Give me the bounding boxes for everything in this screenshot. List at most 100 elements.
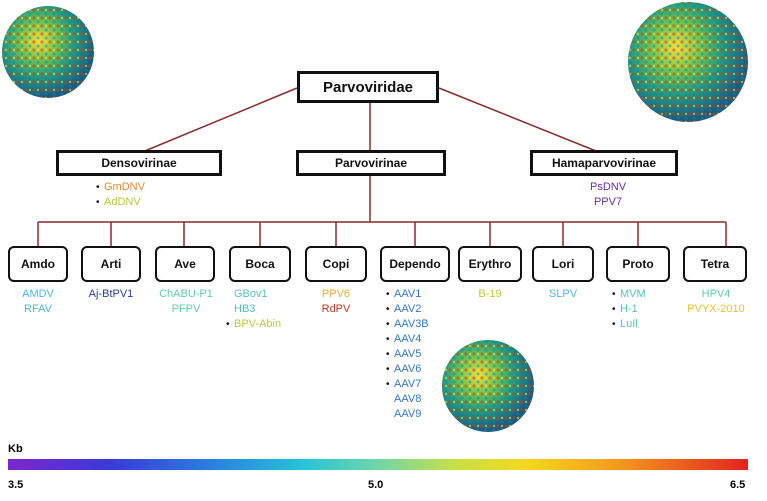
virus-entry: • MVM bbox=[612, 287, 646, 302]
virus-name: PFPV bbox=[171, 303, 201, 315]
virus-entry: •AAV2 bbox=[386, 302, 429, 317]
virus-name: AdDNV bbox=[104, 196, 141, 208]
marker-dot: • bbox=[386, 289, 390, 300]
virus-entry: • AAV6 bbox=[386, 362, 429, 377]
virus-name: MVM bbox=[620, 288, 646, 300]
virus-name: AAV3B bbox=[394, 318, 429, 330]
arti-members: Aj-BtPV1 bbox=[72, 287, 150, 302]
erythro-members: B-19 bbox=[458, 287, 522, 302]
virus-name: PVYX-2010 bbox=[687, 303, 745, 315]
proto-members: • MVM • H-1 • LuIl bbox=[612, 287, 646, 332]
virus-entry: PPV6 bbox=[305, 287, 367, 302]
virus-entry: ChABU-P1 bbox=[150, 287, 222, 302]
genome-size-color-scale bbox=[8, 459, 748, 470]
virus-entry: • H-1 bbox=[612, 302, 646, 317]
marker-dot: • bbox=[386, 319, 390, 330]
densovirinae-members: • GmDNV • AdDNV bbox=[96, 180, 145, 210]
scale-min-label: 3.5 bbox=[8, 479, 24, 491]
virus-entry: • AdDNV bbox=[96, 195, 145, 210]
virus-name: B-19 bbox=[478, 288, 502, 300]
virus-entry: RdPV bbox=[305, 302, 367, 317]
virus-name: AMDV bbox=[22, 288, 54, 300]
virus-entry: •BPV-Abin bbox=[226, 317, 281, 332]
virus-entry: PFPV bbox=[150, 302, 222, 317]
marker-dot: • bbox=[612, 289, 616, 300]
marker-dot: • bbox=[386, 334, 390, 345]
genus-proto: Proto bbox=[606, 246, 670, 282]
virus-name: AAV5 bbox=[394, 348, 422, 360]
subfamily-parvovirinae: Parvovirinae bbox=[296, 150, 446, 176]
virus-name: H-1 bbox=[620, 303, 638, 315]
virus-entry: • AAV7 bbox=[386, 377, 429, 392]
virus-entry: Aj-BtPV1 bbox=[72, 287, 150, 302]
virus-name: AAV8 bbox=[394, 393, 422, 405]
virus-entry: • AAV1 bbox=[386, 287, 429, 302]
genus-ave: Ave bbox=[155, 246, 215, 282]
virus-entry: • AAV4 bbox=[386, 332, 429, 347]
virus-name: PPV6 bbox=[321, 288, 351, 300]
virus-entry: HB3 bbox=[226, 302, 281, 317]
genus-boca: Boca bbox=[229, 246, 291, 282]
virus-name: Aj-BtPV1 bbox=[88, 288, 134, 300]
capsid-image-center bbox=[442, 340, 534, 432]
lori-members: SLPV bbox=[532, 287, 594, 302]
virus-name: AAV7 bbox=[394, 378, 422, 390]
virus-name: GmDNV bbox=[104, 181, 145, 193]
virus-name: HPV4 bbox=[701, 288, 731, 300]
genus-copi: Copi bbox=[305, 246, 367, 282]
virus-name: RFAV bbox=[24, 303, 52, 315]
virus-entry: GBov1 bbox=[226, 287, 281, 302]
virus-name: HB3 bbox=[234, 303, 256, 315]
marker-dot: • bbox=[96, 182, 100, 193]
virus-name: SLPV bbox=[548, 288, 578, 300]
virus-entry: SLPV bbox=[532, 287, 594, 302]
virus-name: AAV4 bbox=[394, 333, 422, 345]
scale-mid-label: 5.0 bbox=[368, 479, 384, 491]
genus-tetra: Tetra bbox=[683, 246, 747, 282]
scale-max-label: 6.5 bbox=[730, 479, 746, 491]
genus-dependo: Dependo bbox=[380, 246, 450, 282]
genus-erythro: Erythro bbox=[458, 246, 522, 282]
scale-unit-label: Kb bbox=[8, 443, 23, 455]
marker-dot: • bbox=[96, 197, 100, 208]
virus-name: AAV1 bbox=[394, 288, 422, 300]
virus-name: AAV9 bbox=[394, 408, 422, 420]
virus-entry: • GmDNV bbox=[96, 180, 145, 195]
capsid-image-left bbox=[2, 6, 94, 98]
subfamily-hamaparvovirinae: Hamaparvovirinae bbox=[530, 150, 678, 176]
virus-name: RdPV bbox=[321, 303, 351, 315]
subfamily-densovirinae: Densovirinae bbox=[56, 150, 222, 176]
capsid-image-right bbox=[628, 2, 748, 122]
virus-name: GBov1 bbox=[234, 288, 268, 300]
genus-arti: Arti bbox=[81, 246, 141, 282]
virus-name: PPV7 bbox=[593, 196, 623, 208]
virus-entry: AAV9 bbox=[386, 407, 429, 422]
virus-entry: HPV4 bbox=[676, 287, 756, 302]
virus-entry: • LuIl bbox=[612, 317, 646, 332]
virus-entry: • AAV5 bbox=[386, 347, 429, 362]
marker-dot: • bbox=[386, 304, 390, 315]
virus-entry: B-19 bbox=[458, 287, 522, 302]
marker-dot: • bbox=[386, 379, 390, 390]
genus-lori: Lori bbox=[532, 246, 594, 282]
virus-entry: AMDV bbox=[8, 287, 68, 302]
virus-name: AAV6 bbox=[394, 363, 422, 375]
marker-dot: • bbox=[386, 349, 390, 360]
marker-dot: • bbox=[226, 319, 230, 330]
hamaparvovirinae-members: PsDNV PPV7 bbox=[590, 180, 626, 210]
virus-name: LuIl bbox=[620, 318, 638, 330]
virus-name: ChABU-P1 bbox=[159, 288, 213, 300]
genus-amdo: Amdo bbox=[8, 246, 68, 282]
marker-dot: • bbox=[386, 364, 390, 375]
virus-entry: PPV7 bbox=[590, 195, 626, 210]
virus-name: PsDNV bbox=[590, 181, 627, 193]
virus-entry: PVYX-2010 bbox=[676, 302, 756, 317]
marker-dot: • bbox=[612, 319, 616, 330]
marker-dot: • bbox=[612, 304, 616, 315]
virus-entry: PsDNV bbox=[590, 180, 626, 195]
